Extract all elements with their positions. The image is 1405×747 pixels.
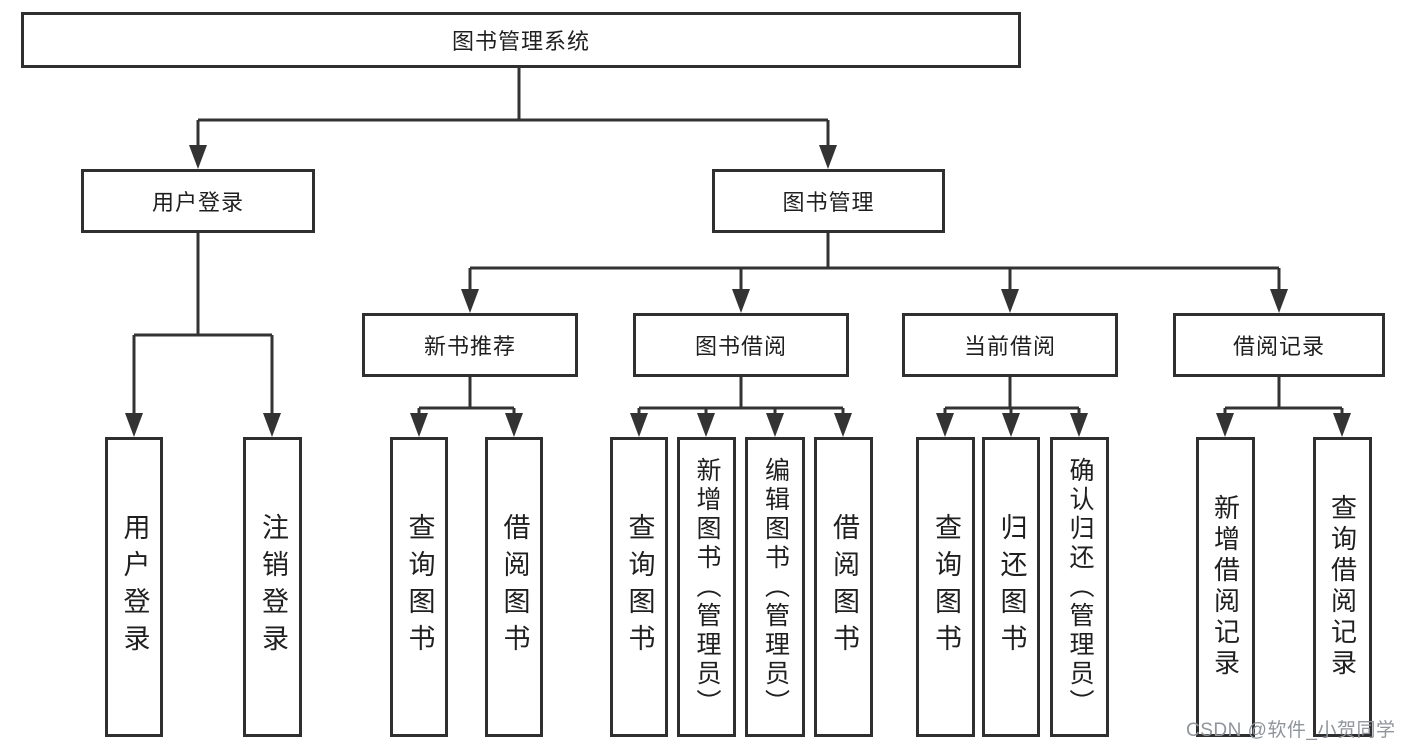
arrowhead-icon bbox=[125, 413, 143, 437]
connector-root-to-level2 bbox=[196, 68, 830, 148]
arrowhead-icon bbox=[834, 413, 852, 437]
node-label: 归还图书 bbox=[996, 513, 1027, 661]
node-book-borrow: 图书借阅 bbox=[633, 313, 849, 377]
arrowhead-icon bbox=[936, 413, 954, 437]
node-label: 查询图书 bbox=[404, 513, 435, 661]
leaf-confirm-return-admin: 确认归还（管理员） bbox=[1050, 437, 1109, 737]
arrowhead-icon bbox=[732, 289, 750, 313]
node-label: 用户登录 bbox=[151, 190, 244, 215]
arrowhead-icon bbox=[1216, 413, 1234, 437]
leaf-edit-book-admin: 编辑图书（管理员） bbox=[745, 437, 805, 737]
arrowhead-icon bbox=[1070, 413, 1088, 437]
connector-borrow-records-subtree bbox=[1223, 377, 1344, 416]
node-new-book-recommend: 新书推荐 bbox=[362, 313, 578, 377]
arrowhead-icon bbox=[630, 413, 648, 437]
leaf-query-book-recommend: 查询图书 bbox=[390, 437, 448, 737]
arrowhead-icon bbox=[1001, 289, 1019, 313]
node-label: 注销登录 bbox=[258, 513, 288, 661]
node-library-management-system: 图书管理系统 bbox=[21, 12, 1021, 68]
watermark: CSDN @软件_小贺同学 bbox=[1186, 720, 1396, 741]
leaf-logout: 注销登录 bbox=[243, 437, 302, 737]
arrowhead-icon bbox=[819, 145, 837, 169]
node-label: 用户登录 bbox=[119, 513, 150, 661]
node-label: 新增借阅记录 bbox=[1210, 494, 1241, 680]
leaf-borrow-book-recommend: 借阅图书 bbox=[485, 437, 543, 737]
node-label: 新书推荐 bbox=[423, 334, 516, 359]
arrowhead-icon bbox=[189, 145, 207, 169]
node-label: 图书借阅 bbox=[694, 334, 787, 359]
arrowhead-icon bbox=[1270, 289, 1288, 313]
connector-current-borrow-subtree bbox=[943, 377, 1081, 416]
connector-new-book-subtree bbox=[417, 377, 516, 416]
node-label: 借阅记录 bbox=[1232, 334, 1325, 359]
connector-book-borrow-subtree bbox=[637, 377, 845, 416]
node-book-management: 图书管理 bbox=[712, 169, 945, 233]
leaf-add-book-admin: 新增图书（管理员） bbox=[677, 437, 736, 737]
arrowhead-icon bbox=[461, 289, 479, 313]
node-label: 查询借阅记录 bbox=[1327, 494, 1358, 680]
arrowhead-icon bbox=[505, 413, 523, 437]
arrowhead-icon bbox=[263, 413, 281, 437]
node-label: 图书管理 bbox=[782, 190, 875, 215]
leaf-query-book: 查询图书 bbox=[610, 437, 668, 737]
node-label: 当前借阅 bbox=[963, 334, 1056, 359]
node-label: 查询图书 bbox=[624, 513, 655, 661]
arrowhead-icon bbox=[766, 413, 784, 437]
connector-user-login-subtree bbox=[132, 233, 274, 416]
node-label: 借阅图书 bbox=[829, 513, 859, 661]
leaf-query-borrow-record: 查询借阅记录 bbox=[1313, 437, 1372, 737]
node-label: 借阅图书 bbox=[499, 513, 530, 661]
node-label: 新增图书（管理员） bbox=[693, 456, 721, 718]
node-user-login: 用户登录 bbox=[81, 169, 315, 233]
node-label: 查询图书 bbox=[931, 513, 961, 661]
arrowhead-icon bbox=[1002, 413, 1020, 437]
node-current-borrow: 当前借阅 bbox=[902, 313, 1118, 377]
leaf-query-book-current: 查询图书 bbox=[916, 437, 975, 737]
leaf-add-borrow-record: 新增借阅记录 bbox=[1196, 437, 1255, 737]
arrowhead-icons bbox=[125, 145, 1351, 437]
arrowhead-icon bbox=[410, 413, 428, 437]
node-borrow-records: 借阅记录 bbox=[1173, 313, 1385, 377]
connector-book-management-subtree bbox=[468, 233, 1281, 292]
node-label: 图书管理系统 bbox=[451, 29, 590, 54]
arrowhead-icon bbox=[1333, 413, 1351, 437]
leaf-user-login: 用户登录 bbox=[105, 437, 163, 737]
arrowhead-icon bbox=[697, 413, 715, 437]
connector-paths bbox=[132, 68, 1344, 416]
leaf-return-book: 归还图书 bbox=[982, 437, 1040, 737]
node-label: 编辑图书（管理员） bbox=[761, 456, 790, 718]
leaf-borrow-book: 借阅图书 bbox=[814, 437, 873, 737]
node-label: 确认归还（管理员） bbox=[1066, 456, 1094, 718]
